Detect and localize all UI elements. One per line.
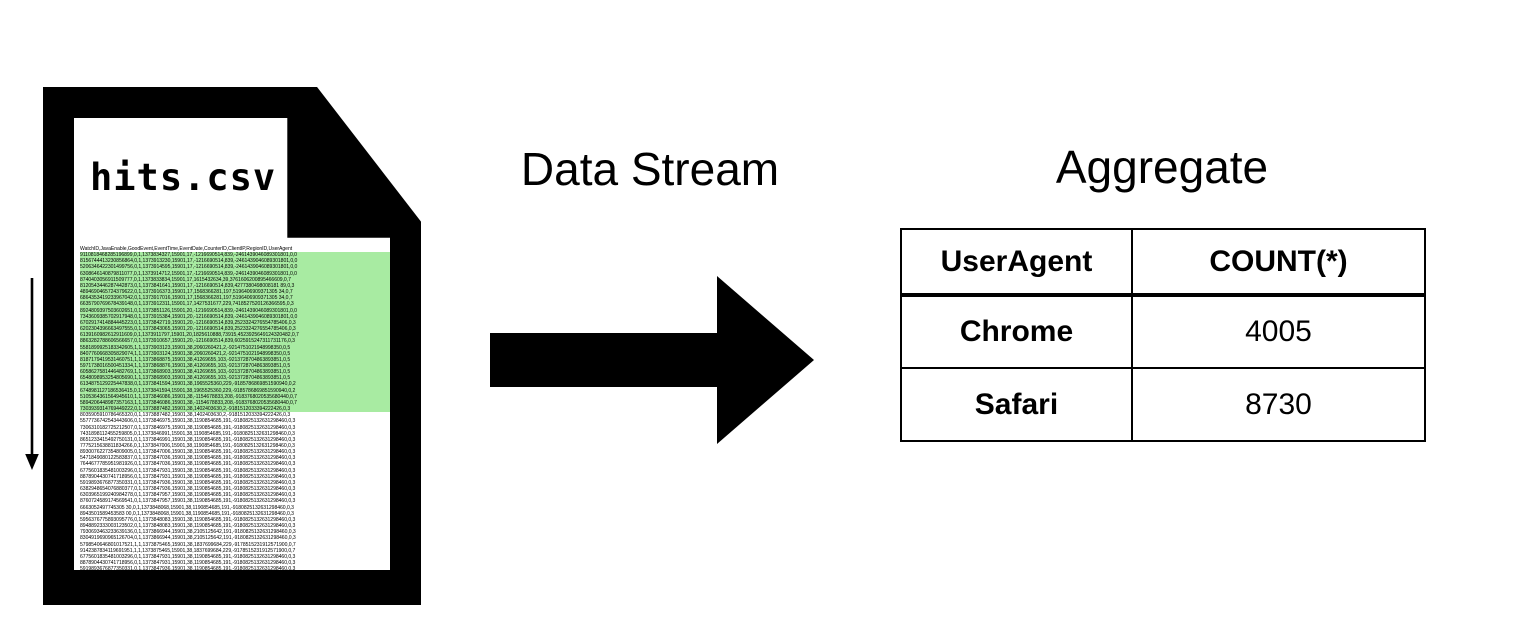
csv-row: 6635790769678439148,0,1,1373912311,15901… xyxy=(80,301,390,308)
csv-row: 8740403056911509777,0,1,1373833834,15901… xyxy=(80,276,390,283)
cell-useragent: Safari xyxy=(900,367,1133,442)
csv-row: 9142387834119691951,1,1,1373875465,15901… xyxy=(80,547,296,554)
csv-row: 8924809397503602651,0,1,1373851126,15901… xyxy=(80,307,390,314)
csv-row: 5971738016500451334,1,1,1373868876,15901… xyxy=(80,362,390,370)
csv-row: 6308646140879811077,0,1,1373914712,15901… xyxy=(80,270,390,277)
csv-row: 6864353419233967042,0,1,1373917016,15901… xyxy=(80,295,390,302)
column-header-useragent: UserAgent xyxy=(900,228,1133,297)
cell-count: 8730 xyxy=(1131,367,1426,442)
aggregate-table: UserAgent COUNT(*) Chrome 4005 Safari 87… xyxy=(900,228,1426,442)
csv-row: 6775601835481003296,0,1,1373847931,15901… xyxy=(80,467,296,474)
csv-row: 5956376775893095776,0,1,1373848083,15901… xyxy=(80,516,296,523)
csv-row: 5894206448987357163,1,1,1373846086,15901… xyxy=(80,399,390,407)
csv-row: 6663052497745305 30,0,1,1373848068,15901… xyxy=(80,504,294,511)
csv-row: 5105364361564945610,1,1,1373846086,15901… xyxy=(80,393,390,400)
csv-content: WatchID,JavaEnable,GoodEvent,EventTime,E… xyxy=(80,246,390,570)
csv-row: 7775215638811834266,0,1,1373847006,15901… xyxy=(80,443,295,449)
csv-row: 6058627581446482769,1,1,1373868903,15901… xyxy=(80,369,390,376)
csv-row: 5581899925183342605,1,1,1373903123,15901… xyxy=(80,344,390,351)
table-row: Safari 8730 xyxy=(900,367,1426,442)
csv-row: 8878904430741718956,0,1,1373847931,15901… xyxy=(80,559,296,566)
csv-row: 6382948654076880377,0,1,1373847936,15901… xyxy=(80,486,296,493)
csv-row: 8760724589174569541,0,1,1373847957,15901… xyxy=(80,498,296,505)
csv-row: 6139160982612911609,0,1,1373911797,15901… xyxy=(80,332,390,339)
csv-row: 8943501589453583 00,0,1,1373848068,15901… xyxy=(80,510,294,517)
arrow-down-icon xyxy=(25,278,39,470)
cell-useragent: Chrome xyxy=(900,294,1133,369)
csv-row: 6775601835481003296,0,1,1373847931,15901… xyxy=(80,553,296,560)
csv-row: 8948892333003123502,0,1,1373848083,15901… xyxy=(80,523,296,530)
table-body: Chrome 4005 Safari 8730 xyxy=(900,294,1426,442)
csv-row: 8651233415492750131,0,1,1373846991,15901… xyxy=(80,436,296,443)
column-header-count: COUNT(*) xyxy=(1131,228,1426,297)
csv-header-line: WatchID,JavaEnable,GoodEvent,EventTime,E… xyxy=(80,246,293,252)
csv-row: 8863282788606566657,0,1,1373910657,15901… xyxy=(80,338,390,345)
csv-row: 6702917414884445223,0,1,1373842719,15901… xyxy=(80,319,390,327)
csv-row: 8120543446287442873,0,1,1373841641,15901… xyxy=(80,282,390,290)
arrow-right-icon xyxy=(490,276,814,444)
data-stream-label: Data Stream xyxy=(520,143,780,195)
csv-row: 6303965199240984278,0,1,1373847957,15901… xyxy=(80,492,296,499)
csv-row: 8407760668305829074,1,1,1373903124,15901… xyxy=(80,350,390,357)
csv-row: 8156744413230856864,0,1,1373913230,15901… xyxy=(80,258,390,265)
csv-row: 7431898112455259805,0,1,1373846991,15901… xyxy=(80,430,295,437)
table-header-row: UserAgent COUNT(*) xyxy=(900,228,1426,297)
cell-count: 4005 xyxy=(1131,294,1426,369)
csv-row: 7343609385702917948,0,1,1373915384,15901… xyxy=(80,313,390,320)
csv-row: 7644677785951981926,0,1,1373847036,15901… xyxy=(80,461,296,468)
csv-row: 8878904430741718956,0,1,1373847931,15901… xyxy=(80,473,296,480)
csv-row: 4894690465724379622,0,1,1373916373,15901… xyxy=(80,289,390,296)
csv-row: 8930076227354809005,0,1,1373847006,15901… xyxy=(80,449,296,456)
csv-document: hits.csv WatchID,JavaEnable,GoodEvent,Ev… xyxy=(43,87,421,605)
file-name-label: hits.csv xyxy=(90,156,277,199)
csv-row: 7930693463233639136,0,1,1373866944,15901… xyxy=(80,529,296,536)
csv-row: 5577736742543443606,0,1,1373846975,15901… xyxy=(80,418,296,425)
csv-row: 8035905910786465320,0,1,1373887482,15901… xyxy=(80,412,291,419)
csv-row: 5471849080122583837,0,1,1373847036,15901… xyxy=(80,455,296,462)
csv-row: 8304919690965126704,0,1,1373866944,15901… xyxy=(80,535,296,542)
aggregate-title: Aggregate xyxy=(1055,141,1269,193)
csv-row: 6202304396663497555,0,1,1373843065,15901… xyxy=(80,326,390,333)
csv-row: 5798540646801017521,1,1,1373875465,15901… xyxy=(80,541,296,548)
csv-row: 8187179419531460751,1,1,1373868875,15901… xyxy=(80,356,390,363)
csv-row: 6134875129225447838,0,1,1373841594,15901… xyxy=(80,381,390,388)
csv-row: 5919893676877350331,0,1,1373847936,15901… xyxy=(80,479,296,486)
csv-row: 7306310182725212507,0,1,1373846975,15901… xyxy=(80,424,296,431)
csv-row: 9110818468285196899,0,1,1373834327,15901… xyxy=(80,252,390,259)
csv-row: 5206346422301499756,0,1,1373914595,15901… xyxy=(80,264,390,271)
csv-row: 6748981127186536415,0,1,1373841594,15901… xyxy=(80,387,390,394)
csv-row: 6548098953254805690,1,1,1373868903,15901… xyxy=(80,375,390,382)
csv-row: 7303939314769449222,0,1,1373887482,15901… xyxy=(80,406,390,413)
table-row: Chrome 4005 xyxy=(900,294,1426,369)
csv-row: 5919893676877350331,0,1,1373847936,15901… xyxy=(80,566,296,570)
